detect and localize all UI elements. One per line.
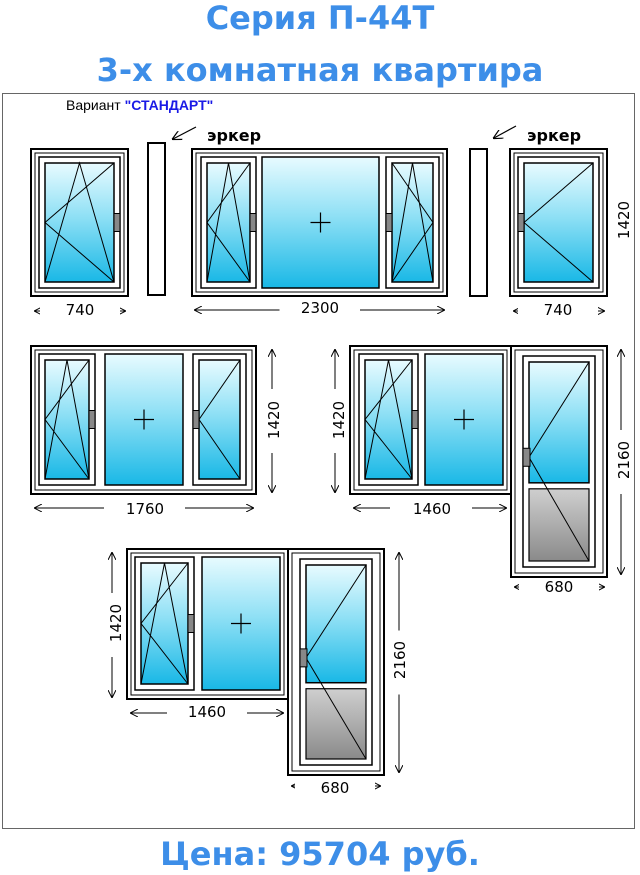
window-2300-left-sash-handle [249,213,257,232]
dim-width-1460-right: 1460 [392,500,472,518]
window-2300-left-sash-glass [206,162,251,283]
window-740-left-sash-handle [113,213,121,232]
balcony-door-bottom-inner [291,552,381,772]
dim-height-2160-bottom: 2160 [391,640,409,680]
window-1460-right-sash-opening-lines [364,359,413,480]
erker-arrow-right [494,125,517,138]
balcony-door-right-inner [514,349,604,574]
dim-height-1420-bottom: 1420 [107,603,125,643]
window-740-right-inner [513,152,604,293]
variant-value: "СТАНДАРТ" [124,97,214,113]
window-1460-bottom-inner [130,552,285,696]
variant-text: Вариант [66,97,121,113]
window-1460-right-sash-glass [364,359,413,480]
window-1760-right-sash-handle [192,410,200,429]
dim-height-2160-right: 2160 [615,440,633,480]
balcony-door-bottom-panel [305,688,367,760]
dim-width-680-right: 680 [519,578,599,596]
dim-width-1460-bottom: 1460 [167,703,247,721]
window-2300-right-sash-glass [391,162,434,283]
dim-width-740-right: 740 [518,301,598,319]
balcony-door-right-glass [528,361,590,484]
dim-height-1420-top-right: 1420 [615,200,633,240]
window-1460-right-inner [353,349,508,491]
window-2300-left-sash-opening-lines [206,162,251,283]
window-1760-inner [34,349,253,491]
balcony-door-bottom-handle [299,648,308,668]
window-1460-right-fixed-fixed-mark [454,409,474,430]
dim-width-1760: 1760 [105,500,185,518]
series-title: Серия П-44Т [205,0,435,37]
window-2300-inner [195,152,444,293]
window-1760-left-sash-glass [44,359,90,480]
dim-width-2300: 2300 [280,299,360,317]
window-740-left-sash-opening-lines [44,161,115,283]
window-740-right-sash-glass [523,162,594,283]
window-1460-bottom-sash-glass [140,562,189,685]
dim-width-740-left: 740 [40,301,120,319]
window-1460-bottom-fixed-fixed-mark [231,613,251,634]
window-740-left-sash-glass [44,162,115,283]
erker-label-left: эркер [207,126,262,145]
apartment-title: 3-х комнатная квартира [96,51,544,89]
erker-post-left [147,142,166,296]
balcony-door-right-panel [528,488,590,562]
dim-height-1420-mid-left: 1420 [265,400,283,440]
window-740-left-inner [34,152,125,293]
dim-width-680-bottom: 680 [295,779,375,797]
window-1460-right-sash-handle [411,410,419,429]
window-1760-right-sash-glass [198,359,241,480]
window-1460-bottom-sash-opening-lines [140,562,189,685]
variant-label: Вариант "СТАНДАРТ" [66,97,213,113]
window-2300-right-sash-handle [385,213,393,232]
price-label: Цена: 95704 руб. [160,835,480,873]
window-740-right-sash-handle [517,213,525,232]
window-1760-left-sash-opening-lines [44,359,90,480]
window-2300-right-sash-opening-lines [391,162,434,283]
window-1760-left-sash-handle [88,410,96,429]
balcony-door-bottom-glass [305,564,367,684]
erker-post-right [469,148,488,297]
erker-arrow-left [173,126,197,139]
dim-height-1420-mid-right: 1420 [330,400,348,440]
window-1760-fixed-fixed-mark [134,409,154,430]
erker-label-right: эркер [527,126,582,145]
window-1460-bottom-sash-handle [187,614,195,633]
window-2300-fixed-fixed-mark [310,212,331,233]
balcony-door-right-handle [522,447,531,467]
window-740-right-sash-opening-lines [523,162,594,283]
window-1760-right-sash-opening-lines [198,359,241,480]
